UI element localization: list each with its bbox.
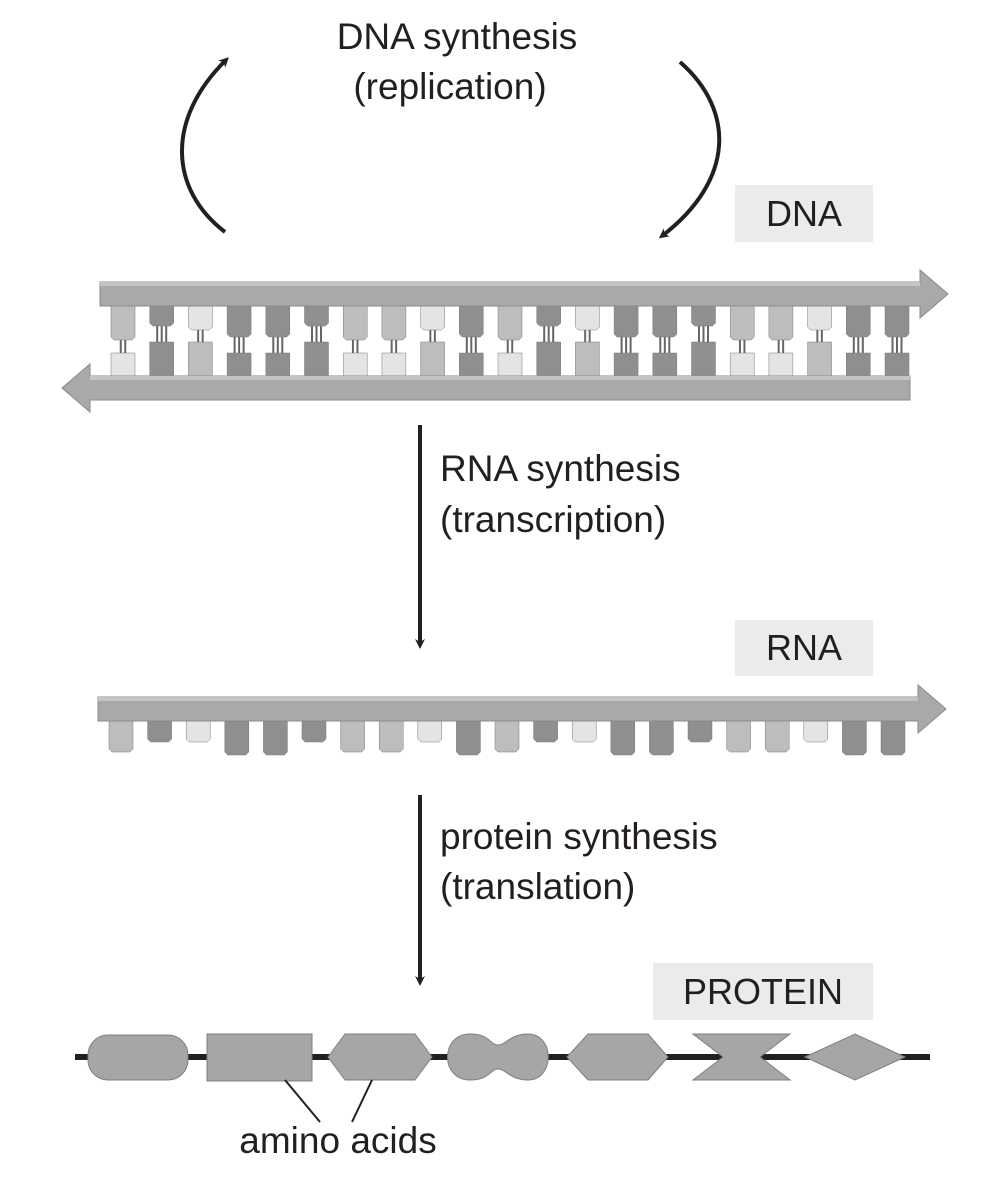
replication-title: DNA synthesis: [336, 16, 578, 57]
rna-base: [340, 717, 365, 753]
dna-bottom-base: [768, 352, 794, 379]
dna-bottom-base: [265, 352, 291, 379]
rna-base: [378, 717, 404, 753]
dna-top-base: [497, 304, 523, 341]
rna-base: [571, 717, 597, 743]
dna-top-base: [575, 304, 600, 331]
dna-top-base: [265, 304, 291, 338]
amino-acid-hexagon: [327, 1033, 433, 1081]
rna-base: [147, 717, 172, 743]
dna-bottom-base: [342, 352, 368, 379]
replication-subtitle: (replication): [353, 66, 547, 107]
translation-subtitle: (translation): [440, 866, 636, 907]
dna-bottom-base: [188, 341, 213, 379]
dna-bottom-base: [729, 352, 755, 379]
rna-base: [610, 717, 636, 756]
dna-bottom-base: [226, 352, 252, 379]
amino-acid-capsule: [87, 1034, 189, 1081]
dna-bottom-base: [846, 352, 871, 379]
dna-top-base: [846, 304, 871, 338]
dna-top-base: [149, 304, 174, 327]
dna-bottom-base: [459, 352, 484, 379]
rna-label: RNA: [735, 620, 873, 676]
amino-acid-hexagon: [566, 1033, 669, 1081]
rna-base: [456, 717, 481, 756]
dna-top-base: [110, 304, 136, 341]
dna-double-helix: [61, 268, 949, 414]
rna-backbone-highlight: [98, 697, 918, 701]
dna-top-base: [304, 304, 329, 327]
rna-base: [842, 717, 867, 756]
rna-base: [880, 717, 906, 756]
dna-label: DNA: [735, 185, 873, 242]
rna-base: [301, 717, 327, 743]
dna-bottom-base: [420, 341, 445, 379]
dna-top-base: [768, 304, 794, 341]
dna-bottom-base: [381, 352, 407, 379]
dna-bottom-base: [807, 341, 832, 379]
rna-base: [224, 717, 250, 756]
transcription-title: RNA synthesis: [440, 448, 681, 489]
dna-bottom-base: [497, 352, 523, 379]
replication-arrow-left: [180, 57, 229, 234]
dna-top-base: [226, 304, 252, 338]
rna-base: [108, 717, 134, 753]
rna-base: [726, 717, 751, 753]
dna-top-base: [536, 304, 561, 327]
protein-chain: [75, 1033, 930, 1082]
dna-top-base: [342, 304, 368, 341]
dna-top-base: [807, 304, 832, 331]
rna-base: [533, 717, 558, 743]
dna-bottom-base: [652, 352, 678, 379]
rna-base: [494, 717, 520, 753]
amino-acid-diamond: [803, 1033, 907, 1081]
dna-bottom-base: [304, 341, 329, 379]
dna-top-base: [188, 304, 213, 331]
amino-acid-leader-line: [351, 1079, 373, 1123]
dna-bottom-base: [613, 352, 639, 379]
dna-top-base: [381, 304, 407, 341]
dna-top-base: [884, 304, 910, 338]
amino-acids-label: amino acids: [239, 1120, 437, 1161]
rna-base: [649, 717, 674, 756]
rna-strand: [97, 683, 947, 756]
dna-top-base: [652, 304, 678, 338]
dna-top-base: [459, 304, 484, 338]
transcription-subtitle: (transcription): [440, 499, 667, 540]
dna-bottom-base: [691, 341, 716, 379]
dna-top-base: [420, 304, 445, 331]
rna-base: [417, 717, 443, 743]
translation-title: protein synthesis: [440, 816, 718, 857]
dna-bottom-base: [536, 341, 561, 379]
amino-acid-dumbbell: [447, 1033, 549, 1081]
dna-top-base: [729, 304, 755, 341]
dna-bottom-base: [149, 341, 174, 379]
rna-base: [185, 717, 211, 743]
dna-top-backbone-highlight: [100, 282, 920, 286]
dna-bottom-backbone-highlight: [90, 376, 910, 380]
dna-bottom-base: [110, 352, 136, 379]
amino-acid-bowtie: [691, 1033, 792, 1081]
replication-arrow-right: [658, 60, 722, 239]
rna-base: [687, 717, 713, 743]
dna-top-base: [613, 304, 639, 338]
amino-acid-rectangle: [206, 1033, 313, 1082]
rna-base: [764, 717, 790, 753]
dna-bottom-base: [884, 352, 910, 379]
dna-top-base: [691, 304, 716, 327]
rna-base: [803, 717, 829, 743]
rna-base: [263, 717, 288, 756]
dna-bottom-base: [575, 341, 600, 379]
protein-label: PROTEIN: [653, 963, 873, 1020]
amino-acid-leader-line: [284, 1079, 321, 1123]
